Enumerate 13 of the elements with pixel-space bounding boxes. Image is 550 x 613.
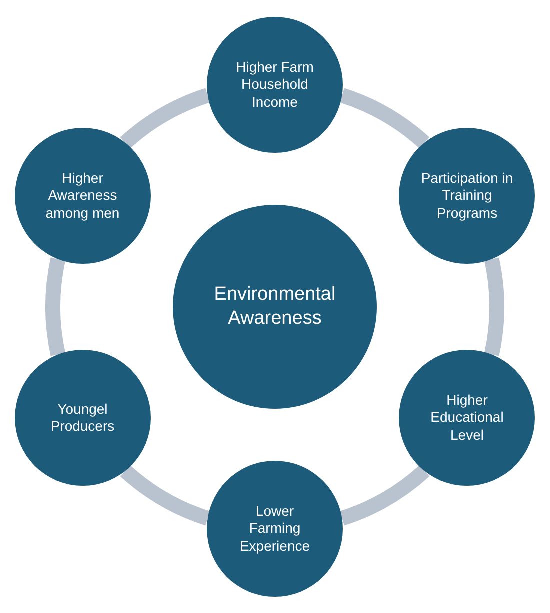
- node-text: Lower Farming Experience: [238, 502, 312, 556]
- ring-connector: [120, 465, 210, 526]
- node-text: Environmental Awareness: [213, 283, 337, 331]
- node-text: Higher Farm Household Income: [235, 58, 315, 112]
- ring-connector: [340, 465, 430, 526]
- ring-connector: [120, 88, 210, 149]
- ring-connector: [484, 258, 504, 356]
- ring-connector: [46, 258, 66, 356]
- node-text: Higher Awareness among men: [44, 170, 121, 222]
- node-text: Higher Educational Level: [430, 392, 505, 444]
- node-text: Participation in Training Programs: [420, 170, 514, 222]
- ring-connector: [340, 88, 430, 149]
- node-text: Youngel Producers: [50, 400, 116, 436]
